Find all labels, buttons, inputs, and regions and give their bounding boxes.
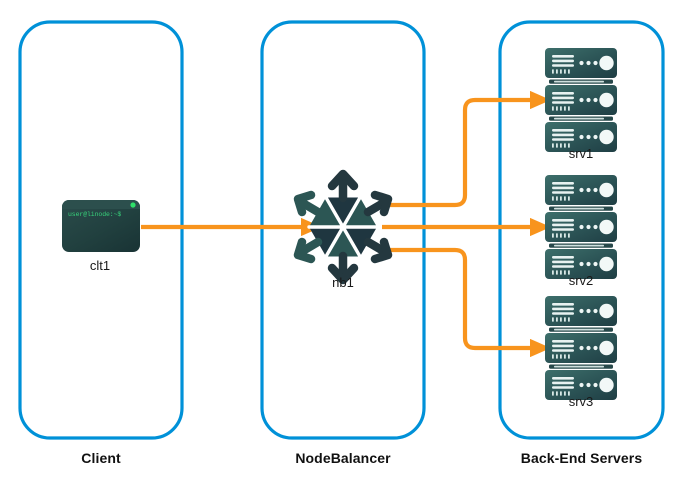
nb-arrow-lower-right (363, 237, 393, 264)
nodebalancer-icon (293, 169, 393, 285)
nb-arrow-upper-right (363, 190, 393, 217)
node-label-srv2: srv2 (568, 273, 594, 288)
terminal-prompt-text: user@linode:~$ (68, 211, 122, 218)
connector-nb1-to-srv1 (382, 90, 551, 208)
nb-arrow-lower-left (293, 237, 323, 264)
group-container-nodebalancer (260, 20, 426, 440)
group-container-backend (498, 20, 665, 440)
group-label-backend: Back-End Servers (520, 450, 643, 466)
nb-arrow-upper-left (293, 190, 323, 217)
connector-nb1-to-srv3 (382, 247, 551, 358)
nb-arrow-down (327, 251, 359, 285)
node-label-srv1: srv1 (568, 146, 594, 161)
group-label-nodebalancer: NodeBalancer (295, 450, 391, 466)
node-label-nb1: nb1 (332, 275, 354, 290)
terminal-icon (62, 200, 140, 252)
server-rack-srv1 (545, 48, 617, 152)
nb-arrow-up (327, 169, 359, 203)
group-container-client (18, 20, 184, 440)
node-label-srv3: srv3 (568, 394, 594, 409)
server-rack-srv3 (545, 296, 617, 400)
server-rack-srv2 (545, 175, 617, 279)
group-label-client: Client (81, 450, 121, 466)
node-label-clt1: clt1 (89, 258, 111, 273)
